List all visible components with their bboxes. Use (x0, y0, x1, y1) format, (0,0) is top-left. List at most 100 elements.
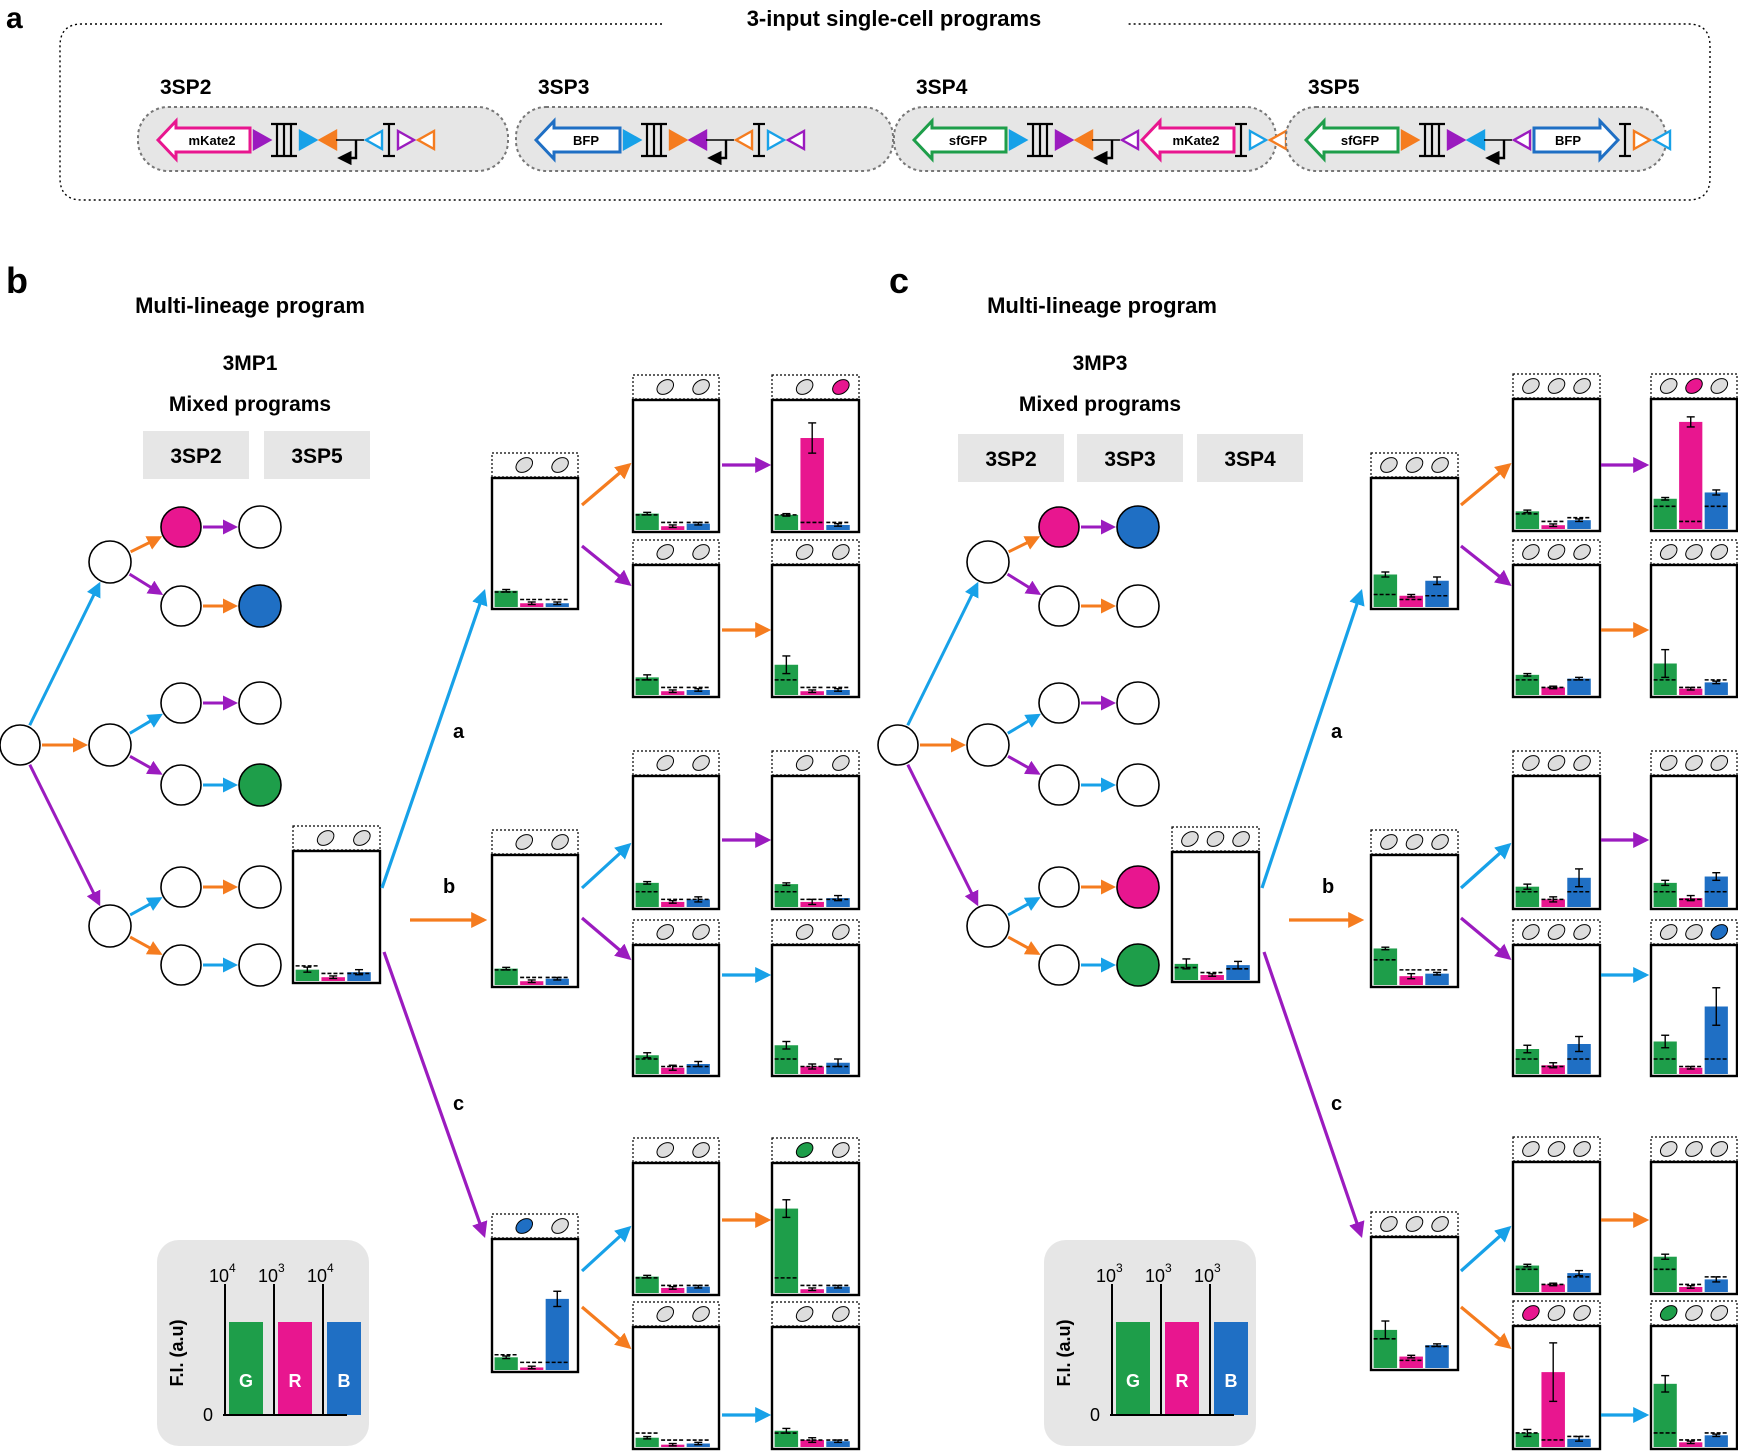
bar-g (1653, 1041, 1677, 1074)
cell-icon (1685, 1141, 1703, 1157)
cell-icon (1710, 755, 1729, 771)
cell-node (1116, 584, 1160, 628)
gene-label: BFP (573, 133, 599, 148)
bar-chart-b_c1 (490, 1213, 580, 1374)
bar-b (545, 1298, 569, 1370)
chart-frame (631, 1161, 721, 1297)
bar-b (1704, 876, 1728, 907)
branch-label: b (1322, 876, 1334, 898)
cell-state-strip (771, 750, 860, 776)
bar-b (1704, 1435, 1728, 1447)
cell-node (877, 724, 919, 766)
gene-arrow-icon (155, 117, 252, 163)
lineage-arrow (1007, 536, 1041, 554)
bar-r (1679, 688, 1703, 695)
panel-b-program: 3MP1 (223, 352, 278, 375)
cell-icon (656, 1142, 675, 1158)
cell-node (160, 585, 202, 627)
cell-icon (832, 1306, 850, 1322)
bar-g (1515, 674, 1540, 695)
recombination-site-icon (668, 128, 689, 152)
chart-frame (1511, 397, 1602, 533)
cell-icon (832, 755, 850, 771)
promoter-icon (337, 140, 358, 166)
panel-a: a 3-input single-cell programs 3SP2mKate… (6, 2, 1711, 201)
branch-arrow (580, 1305, 632, 1350)
cell-icon (1522, 1141, 1540, 1157)
promoter-icon (1093, 140, 1114, 166)
bar-chart-c_c2o (1511, 1300, 1602, 1451)
legend-tick-exponent: 3 (1214, 1261, 1221, 1275)
cell-icon (1522, 378, 1540, 394)
bar-g (635, 1055, 659, 1074)
legend-tick-exponent: 3 (1165, 1261, 1172, 1275)
lineage-arrow (906, 764, 979, 907)
cell-icon (795, 1142, 814, 1158)
bar-g (774, 664, 799, 695)
recombination-site-open-icon (1511, 128, 1532, 152)
cell-state-strip (632, 1301, 720, 1327)
construct-label: 3SP2 (160, 76, 211, 99)
cell-node (88, 540, 132, 584)
bar-chart-c_c3b (1649, 1300, 1738, 1451)
bar-r (1679, 421, 1703, 529)
bar-r (1541, 1284, 1565, 1292)
cell-icon (832, 1142, 850, 1158)
chart-frame (631, 398, 721, 534)
cell-icon (1573, 544, 1591, 560)
branch-label: b (443, 876, 455, 898)
legend-bar (229, 1322, 263, 1415)
program-box (264, 431, 370, 479)
bar-b (826, 898, 850, 907)
recombination-site-open-icon (1651, 128, 1672, 152)
lineage-arrow (1007, 897, 1041, 917)
cell-icon (1710, 924, 1729, 940)
cell-node (88, 904, 132, 948)
bar-g (1653, 498, 1677, 529)
bar-chart-c_b3b (1649, 919, 1738, 1078)
branch-arrow (1459, 916, 1512, 961)
gene-label: mKate2 (189, 133, 236, 148)
lineage-arrow (906, 581, 979, 726)
cell-icon (1685, 544, 1703, 560)
cell-icon (795, 924, 814, 940)
bar-chart-c_root (1170, 826, 1261, 984)
gene-arrow-icon (533, 117, 622, 163)
bar-b (1704, 1279, 1728, 1292)
bar-chart-c_c1 (1369, 1211, 1460, 1372)
bar-chart-c_a1 (1369, 452, 1460, 611)
panel-a-frame (59, 23, 1711, 201)
bar-chart-c_b3a (1649, 750, 1738, 911)
lineage-arrow (1007, 754, 1041, 775)
cell-icon (692, 924, 710, 940)
chart-frame (490, 1237, 580, 1374)
panel-c-subheading: Mixed programs (1019, 393, 1181, 416)
lineage-arrow (1007, 935, 1041, 955)
bar-g (295, 969, 320, 981)
bar-b (1567, 678, 1591, 695)
bar-g (1515, 1049, 1540, 1074)
gene-arrow-icon (1303, 117, 1400, 163)
cell-icon (1710, 1305, 1729, 1321)
bar-g (635, 1276, 659, 1293)
legend-bar-label: R (1176, 1371, 1189, 1391)
cell-node (966, 904, 1010, 948)
bar-g (774, 1045, 799, 1074)
bar-b (826, 1062, 850, 1074)
bar-b (1567, 1273, 1591, 1292)
bar-b (1704, 682, 1728, 695)
bar-chart-b_b2p (631, 919, 721, 1078)
legend-tick-exponent: 3 (278, 1261, 285, 1275)
chart-frame (631, 563, 721, 699)
bar-r (661, 1287, 685, 1293)
lineage-arrow (129, 713, 163, 735)
bar-g (1653, 663, 1677, 695)
branch-label: a (453, 721, 465, 743)
cell-icon (1659, 1141, 1678, 1157)
legend-ylabel: F.I. (a.u) (167, 1319, 187, 1386)
panel-c-heading: Multi-lineage program (987, 293, 1217, 318)
bar-chart-c_a3 (1649, 373, 1738, 533)
program-label: 3SP4 (1224, 448, 1276, 471)
